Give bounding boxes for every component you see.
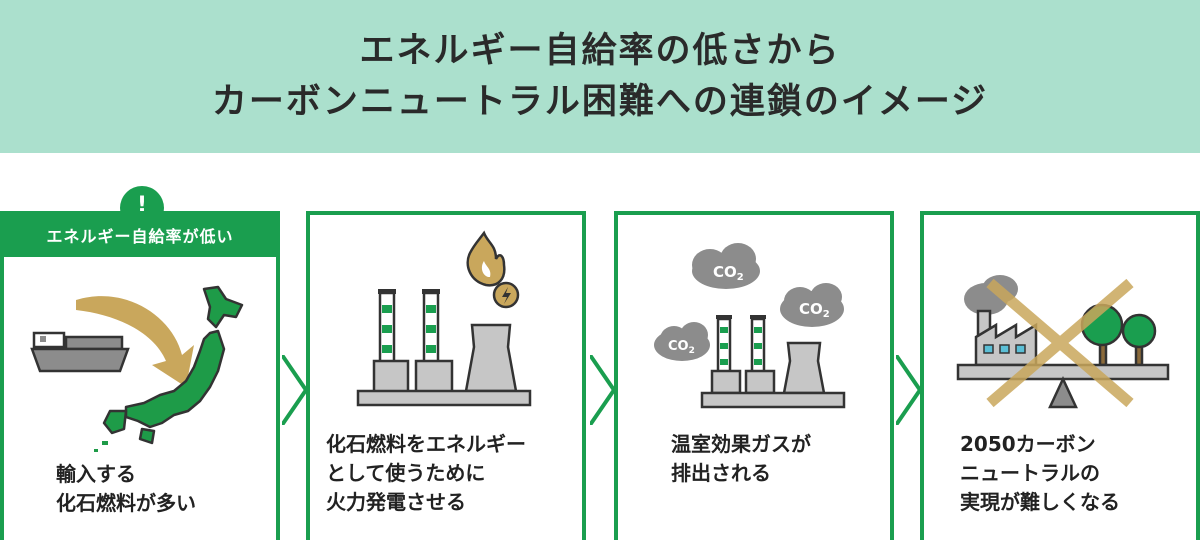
step-1-text: 輸入する 化石燃料が多い xyxy=(56,460,196,518)
step-4-line-1: 2050カーボン xyxy=(960,432,1096,456)
co2-emission-icon: CO2 CO2 CO2 xyxy=(654,243,846,409)
step-3-line-2: 排出される xyxy=(671,461,771,485)
unbalanced-scale-icon xyxy=(956,275,1170,409)
step-2-line-2: として使うために xyxy=(326,461,486,485)
page-title-line-1: エネルギー自給率の低さから xyxy=(359,30,841,71)
step-2-line-3: 火力発電させる xyxy=(326,490,466,514)
step-4-line-2: ニュートラルの xyxy=(960,461,1100,485)
step-4-text: 2050カーボン ニュートラルの 実現が難しくなる xyxy=(960,430,1120,517)
step-card-carbon-neutral: 2050カーボン ニュートラルの 実現が難しくなる xyxy=(920,211,1200,540)
step-1-line-1: 輸入する xyxy=(56,462,136,486)
step-card-emissions: CO2 CO2 CO2 温室効果ガスが 排出される xyxy=(614,211,894,540)
chevron-right-icon xyxy=(282,355,309,425)
co2-label-3: CO2 xyxy=(668,339,695,356)
step-card-import: ! エネルギー自給率が低い 輸入する 化石燃料が多い xyxy=(0,186,280,540)
page-title-line-2: カーボンニュートラル困難への連鎖のイメージ xyxy=(211,81,989,122)
step-1-line-2: 化石燃料が多い xyxy=(56,491,196,515)
thermal-power-plant-icon xyxy=(356,230,532,407)
chevron-right-icon xyxy=(590,355,617,425)
step-3-line-1: 温室効果ガスが xyxy=(671,432,811,456)
step-2-line-1: 化石燃料をエネルギー xyxy=(326,432,526,456)
step-2-text: 化石燃料をエネルギー として使うために 火力発電させる xyxy=(326,430,526,517)
ship-to-japan-icon xyxy=(30,285,244,452)
step-3-text: 温室効果ガスが 排出される xyxy=(671,430,811,488)
page-header: エネルギー自給率の低さから カーボンニュートラル困難への連鎖のイメージ xyxy=(0,0,1200,153)
step-4-line-3: 実現が難しくなる xyxy=(960,490,1120,514)
co2-label-1: CO2 xyxy=(713,263,744,283)
self-sufficiency-label: エネルギー自給率が低い xyxy=(0,211,280,257)
chevron-right-icon xyxy=(896,355,923,425)
co2-label-2: CO2 xyxy=(799,300,830,320)
step-card-thermal-power: 化石燃料をエネルギー として使うために 火力発電させる xyxy=(306,211,586,540)
